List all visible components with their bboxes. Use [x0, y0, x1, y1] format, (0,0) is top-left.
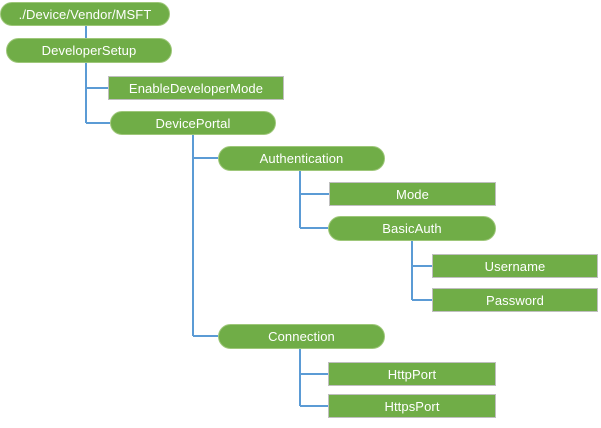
- tree-node-label: DevicePortal: [155, 115, 231, 131]
- tree-node-connection[interactable]: Connection: [218, 324, 385, 349]
- tree-node-label: DeveloperSetup: [41, 43, 137, 58]
- tree-node-label: BasicAuth: [382, 221, 442, 236]
- tree-node-label: HttpPort: [387, 366, 437, 382]
- tree-node-root[interactable]: ./Device/Vendor/MSFT: [0, 2, 170, 26]
- tree-node-label: ./Device/Vendor/MSFT: [18, 6, 152, 22]
- tree-node-label: Username: [484, 258, 546, 274]
- tree-node-deviceportal[interactable]: DevicePortal: [110, 111, 276, 135]
- tree-node-authentication[interactable]: Authentication: [218, 146, 385, 171]
- tree-node-httpsport[interactable]: HttpsPort: [328, 394, 496, 418]
- tree-node-username[interactable]: Username: [432, 254, 598, 278]
- tree-node-label: Connection: [268, 329, 335, 344]
- tree-node-label: Mode: [396, 186, 429, 202]
- tree-node-label: EnableDeveloperMode: [128, 80, 264, 96]
- tree-node-label: HttpsPort: [384, 398, 440, 414]
- tree-node-mode[interactable]: Mode: [329, 182, 496, 206]
- tree-node-httpport[interactable]: HttpPort: [328, 362, 496, 386]
- tree-node-developersetup[interactable]: DeveloperSetup: [6, 38, 172, 63]
- tree-node-label: Password: [486, 292, 544, 308]
- tree-node-basicauth[interactable]: BasicAuth: [328, 216, 496, 241]
- tree-node-label: Authentication: [259, 151, 344, 166]
- tree-node-password[interactable]: Password: [432, 288, 598, 312]
- tree-node-enabledevelopermode[interactable]: EnableDeveloperMode: [108, 76, 284, 100]
